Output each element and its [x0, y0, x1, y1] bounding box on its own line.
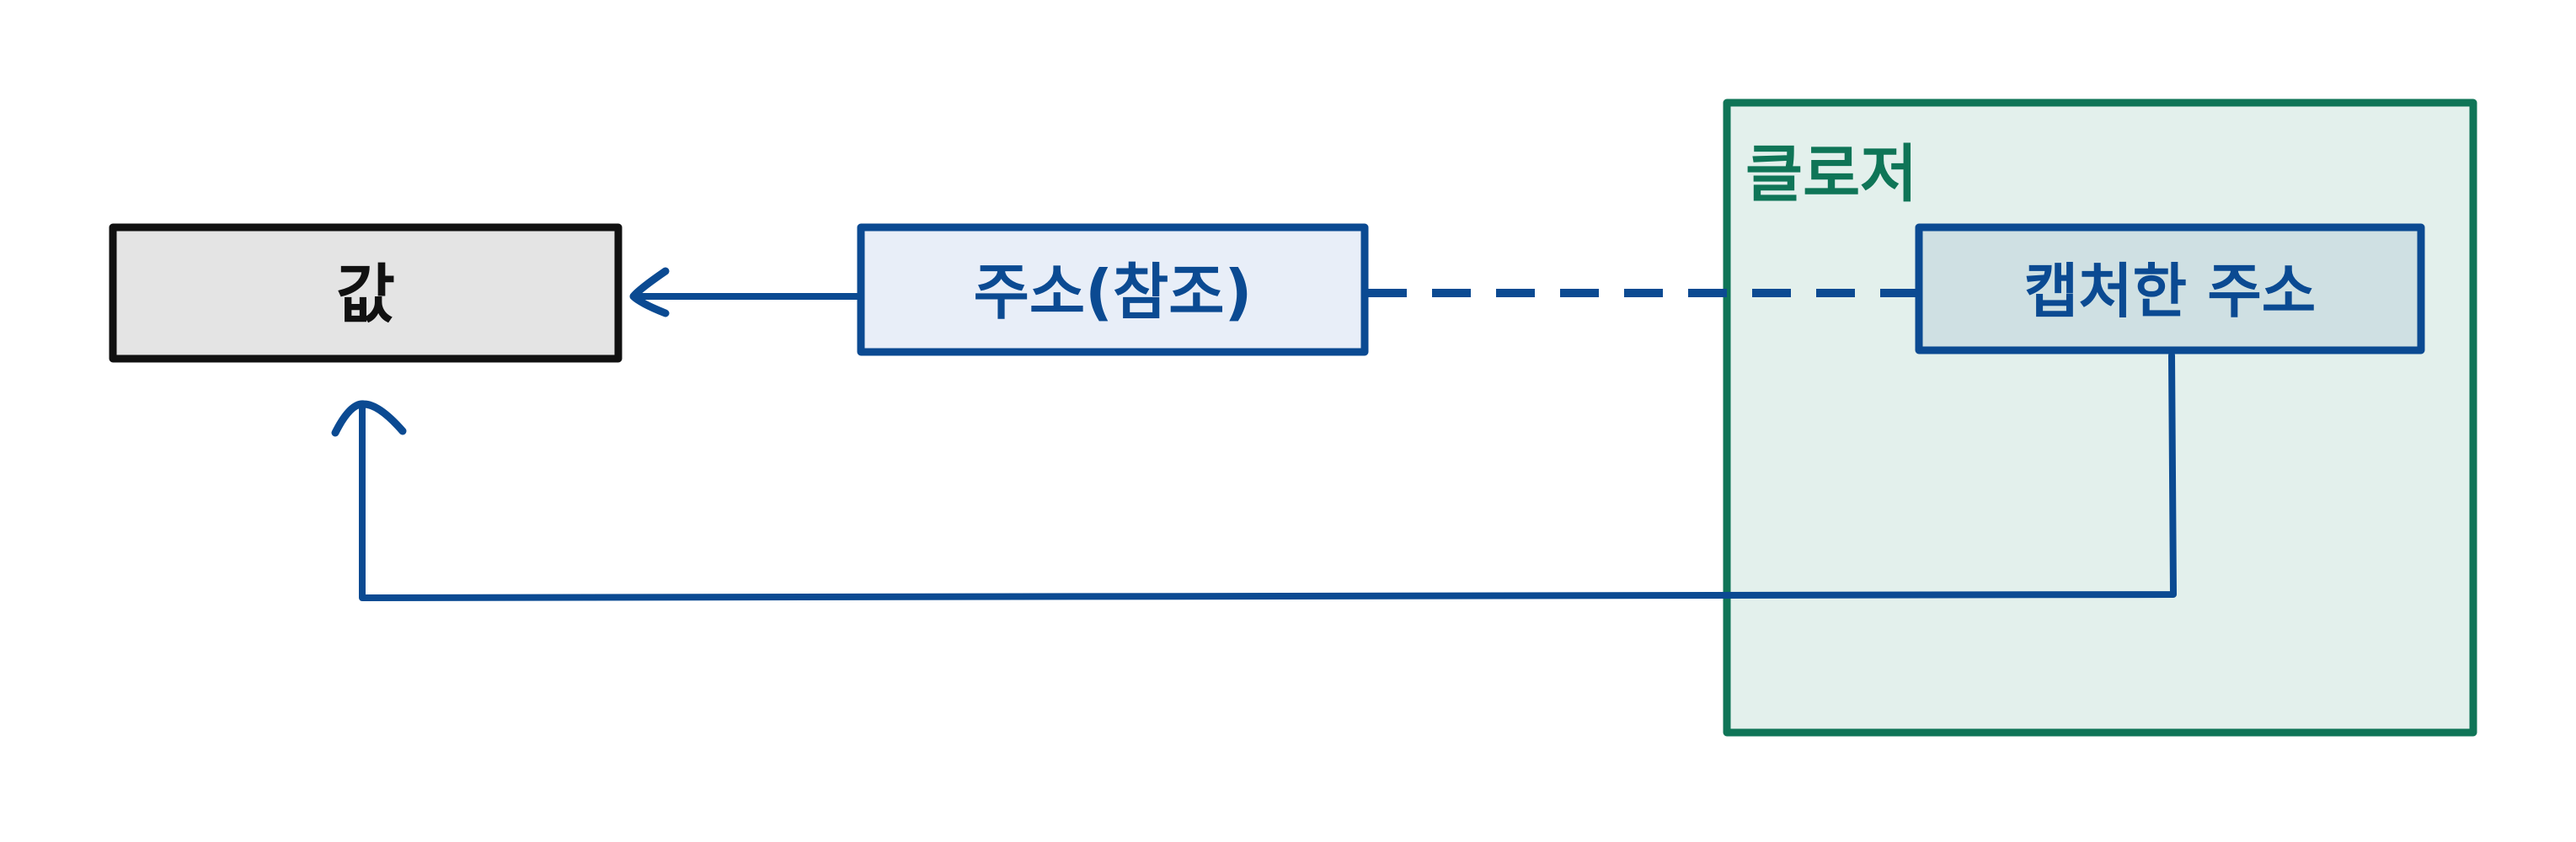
captured-to-value-connector [359, 352, 2177, 601]
reference-node: 주소(참조) [857, 223, 1369, 356]
reference-to-value-arrowhead [629, 267, 670, 317]
closure-box [1723, 99, 2477, 737]
value-label: 값 [336, 257, 395, 332]
captured-to-value-arrowhead [331, 400, 407, 437]
captured-node: 캡처한 주소 [1915, 223, 2425, 354]
value-node: 값 [109, 223, 623, 363]
captured-box [1915, 223, 2425, 354]
closure-label: 클로저 [1745, 138, 1917, 210]
reference-box [857, 223, 1369, 356]
closure-group: 클로저 [1723, 99, 2477, 737]
reference-label: 주소(참조) [974, 257, 1253, 328]
value-box [109, 223, 623, 363]
captured-label: 캡처한 주소 [2024, 257, 2316, 326]
